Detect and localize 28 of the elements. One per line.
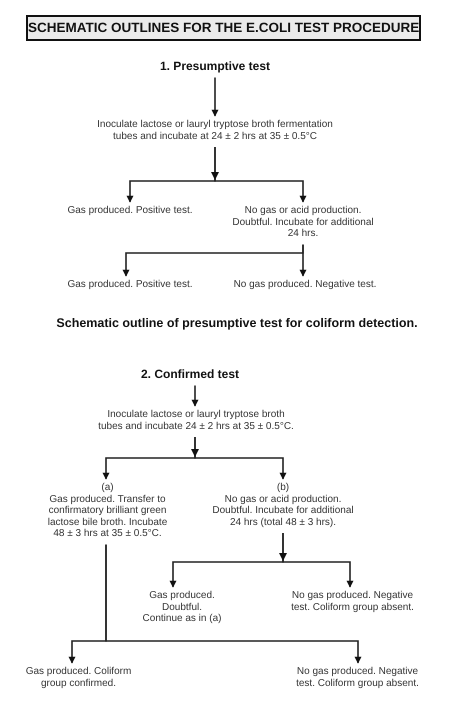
arrow xyxy=(194,437,286,480)
step-text: No gas or acid production. Doubtful. Incubate for additional 24 hrs. xyxy=(228,205,378,240)
step-text: Gas produced. Positive test. xyxy=(60,279,200,290)
step-text: Gas produced. Positive test. xyxy=(60,205,200,216)
arrow xyxy=(300,244,306,277)
caption: Schematic outline of presumptive test for coliform detection. xyxy=(55,316,419,330)
step-text: Gas produced. Doubtful. Continue as in (a) xyxy=(142,590,222,624)
arrow xyxy=(214,147,306,203)
step-text: Gas produced. Coliform group confirmed. xyxy=(21,666,136,689)
branch-label: (b) xyxy=(276,482,290,494)
arrowhead xyxy=(279,553,287,561)
arrowhead xyxy=(211,172,219,180)
section-heading: 2. Confirmed test xyxy=(120,369,260,380)
arrow xyxy=(212,78,218,117)
arrow xyxy=(282,533,354,588)
arrowhead xyxy=(191,449,199,457)
arrow xyxy=(192,386,198,407)
branch-label: (a) xyxy=(100,482,115,494)
arrow xyxy=(105,544,362,664)
step-text: No gas or acid production. Doubtful. Incubate for additional 24 hrs (total 48 ± 3 hrs). xyxy=(211,494,355,528)
step-text: Gas produced. Transfer to confirmatory brilliant green lactose bile broth. Incubate 48 ± 3 hrs at 35 ± 0.5°C. xyxy=(46,494,168,540)
step-text: Inoculate lactose or lauryl tryptose broth fermentation tubes and incubate at 24 ± 2 hrs at 35 ± 0.5°C xyxy=(90,119,340,142)
title-banner: SCHEMATIC OUTLINES FOR THE E.COLI TEST PROCEDURE xyxy=(26,15,421,41)
step-text: No gas produced. Negative test. xyxy=(220,279,390,290)
step-text: No gas produced. Negative test. Coliform group absent. xyxy=(295,666,420,689)
step-text: Inoculate lactose or lauryl tryptose broth tubes and incubate 24 ± 2 hrs at 35 ± 0.5°C. xyxy=(97,409,295,432)
step-text: No gas produced. Negative test. Coliform group absent. xyxy=(290,590,415,613)
section-heading: 1. Presumptive test xyxy=(140,61,290,72)
